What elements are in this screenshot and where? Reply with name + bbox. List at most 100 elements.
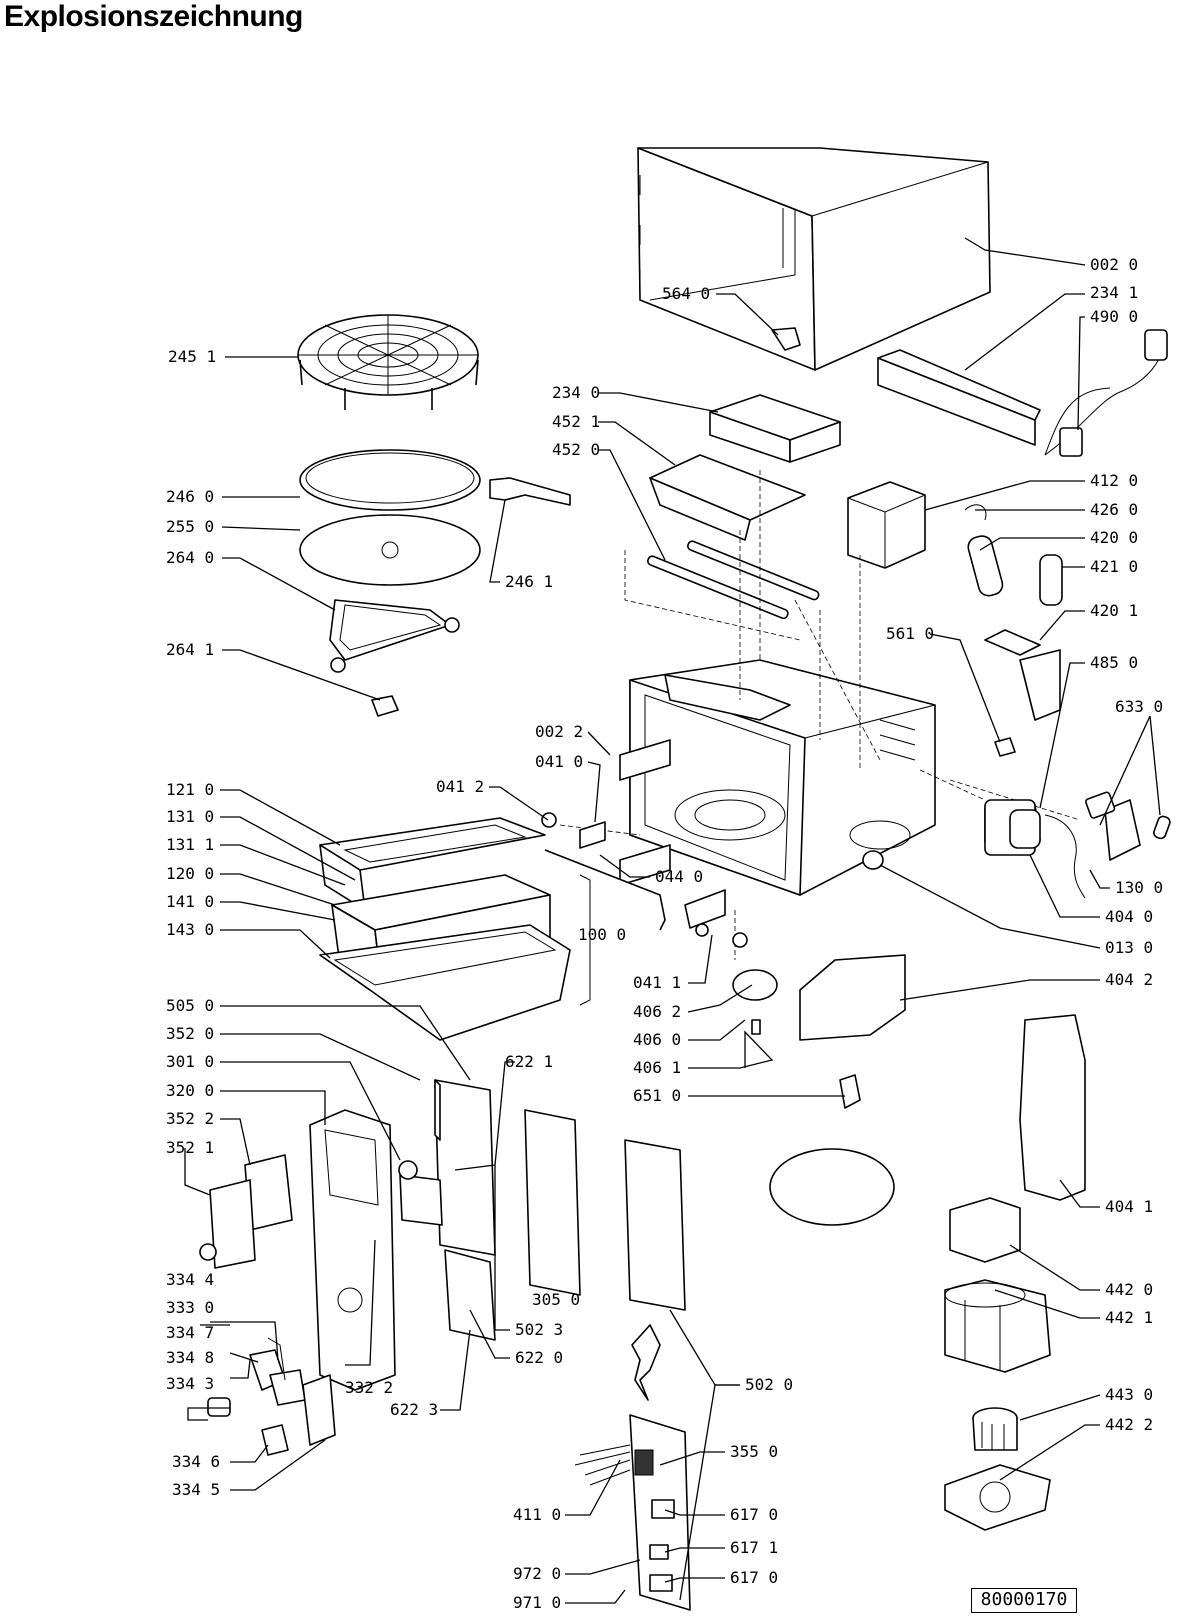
mica-bracket-part bbox=[489, 477, 571, 506]
long-duct-part bbox=[1019, 1014, 1086, 1201]
part-label: 120 0 bbox=[166, 864, 214, 883]
part-label: 234 0 bbox=[552, 383, 600, 402]
part-label: 406 0 bbox=[633, 1030, 681, 1049]
part-label: 355 0 bbox=[730, 1442, 778, 1461]
part-label: 617 1 bbox=[730, 1538, 778, 1557]
part-label: 352 1 bbox=[166, 1138, 214, 1157]
part-label: 561 0 bbox=[886, 624, 934, 643]
part-label: 255 0 bbox=[166, 517, 214, 536]
part-label: 452 1 bbox=[552, 412, 600, 431]
drawing-number: 80000170 bbox=[971, 1588, 1077, 1613]
hinge-plates-part bbox=[541, 739, 671, 886]
part-label: 406 1 bbox=[633, 1058, 681, 1077]
part-label: 443 0 bbox=[1105, 1385, 1153, 1404]
part-label: 622 0 bbox=[515, 1348, 563, 1367]
oven-chassis-part bbox=[629, 659, 936, 896]
part-label: 442 2 bbox=[1105, 1415, 1153, 1434]
heater-tubes-part bbox=[647, 540, 820, 620]
part-label: 121 0 bbox=[166, 780, 214, 799]
part-label: 404 2 bbox=[1105, 970, 1153, 989]
part-label: 264 1 bbox=[166, 640, 214, 659]
part-label: 442 1 bbox=[1105, 1308, 1153, 1327]
part-label: 334 8 bbox=[166, 1348, 214, 1367]
door-assembly-part bbox=[319, 817, 591, 1041]
part-label: 617 0 bbox=[730, 1505, 778, 1524]
part-label: 421 0 bbox=[1090, 557, 1138, 576]
part-label: 301 0 bbox=[166, 1052, 214, 1071]
part-label: 131 1 bbox=[166, 835, 214, 854]
foot-part bbox=[862, 850, 884, 870]
part-label: 412 0 bbox=[1090, 471, 1138, 490]
part-label: 406 2 bbox=[633, 1002, 681, 1021]
part-label: 334 3 bbox=[166, 1374, 214, 1393]
part-label: 130 0 bbox=[1115, 878, 1163, 897]
transformer-part bbox=[847, 481, 926, 569]
part-label: 651 0 bbox=[633, 1086, 681, 1105]
part-label: 143 0 bbox=[166, 920, 214, 939]
part-label: 622 3 bbox=[390, 1400, 438, 1419]
part-label: 141 0 bbox=[166, 892, 214, 911]
door-rod-part bbox=[544, 849, 748, 948]
side-duct-part bbox=[877, 349, 1041, 446]
part-label: 622 1 bbox=[505, 1052, 553, 1071]
part-label: 334 7 bbox=[166, 1323, 214, 1342]
part-label: 246 1 bbox=[505, 572, 553, 591]
part-label: 234 1 bbox=[1090, 283, 1138, 302]
air-duct-part bbox=[799, 954, 906, 1041]
part-labels: 002 0 234 1 490 0 564 0 245 1 234 0 452 … bbox=[166, 255, 1163, 1612]
part-label: 320 0 bbox=[166, 1081, 214, 1100]
part-label: 442 0 bbox=[1105, 1280, 1153, 1299]
part-label: 044 0 bbox=[655, 867, 703, 886]
part-label: 264 0 bbox=[166, 548, 214, 567]
part-label: 972 0 bbox=[513, 1564, 561, 1583]
display-panels-part bbox=[209, 1154, 293, 1269]
clip-561-part bbox=[994, 737, 1016, 757]
part-label: 490 0 bbox=[1090, 307, 1138, 326]
part-label: 333 0 bbox=[166, 1298, 214, 1317]
part-label: 334 6 bbox=[172, 1452, 220, 1471]
knob-parts bbox=[199, 1243, 336, 1456]
part-label: 002 0 bbox=[1090, 255, 1138, 274]
part-label: 505 0 bbox=[166, 996, 214, 1015]
glass-turntable-part bbox=[299, 449, 481, 586]
control-panel-part bbox=[309, 1109, 443, 1391]
part-label: 420 0 bbox=[1090, 528, 1138, 547]
part-label: 404 1 bbox=[1105, 1197, 1153, 1216]
lower-pcb-part bbox=[574, 1414, 691, 1611]
part-label: 013 0 bbox=[1105, 938, 1153, 957]
clip-part bbox=[771, 327, 801, 351]
leader-lines bbox=[184, 237, 1161, 1604]
part-label: 426 0 bbox=[1090, 500, 1138, 519]
part-label: 971 0 bbox=[513, 1593, 561, 1612]
roller-ring-part bbox=[329, 599, 460, 673]
part-label: 564 0 bbox=[662, 284, 710, 303]
part-label: 041 0 bbox=[535, 752, 583, 771]
part-label: 352 2 bbox=[166, 1109, 214, 1128]
part-label: 002 2 bbox=[535, 722, 583, 741]
part-label: 633 0 bbox=[1115, 697, 1163, 716]
reflector-part bbox=[649, 454, 806, 541]
page-title: Explosionszeichnung bbox=[4, 0, 303, 33]
oval-cover-part bbox=[769, 1148, 895, 1226]
capacitor-part bbox=[964, 504, 1063, 606]
part-label: 100 0 bbox=[578, 925, 626, 944]
part-label: 352 0 bbox=[166, 1024, 214, 1043]
cover-box-part bbox=[709, 394, 841, 463]
fan-motor-part bbox=[944, 1197, 1051, 1531]
part-label: 246 0 bbox=[166, 487, 214, 506]
part-label: 131 0 bbox=[166, 807, 214, 826]
power-cord-part bbox=[1044, 329, 1168, 457]
control-boards-part bbox=[434, 1079, 686, 1341]
motor-404-part bbox=[984, 799, 1041, 856]
part-label: 502 0 bbox=[745, 1375, 793, 1394]
lamp-part bbox=[839, 1074, 861, 1109]
part-label: 041 2 bbox=[436, 777, 484, 796]
part-label: 404 0 bbox=[1105, 907, 1153, 926]
cabinet-housing bbox=[637, 147, 991, 371]
part-label: 332 2 bbox=[345, 1378, 393, 1397]
part-label: 245 1 bbox=[168, 347, 216, 366]
part-label: 334 4 bbox=[166, 1270, 214, 1289]
part-label: 502 3 bbox=[515, 1320, 563, 1339]
capacitor-bracket-part bbox=[984, 629, 1061, 721]
part-label: 334 5 bbox=[172, 1480, 220, 1499]
